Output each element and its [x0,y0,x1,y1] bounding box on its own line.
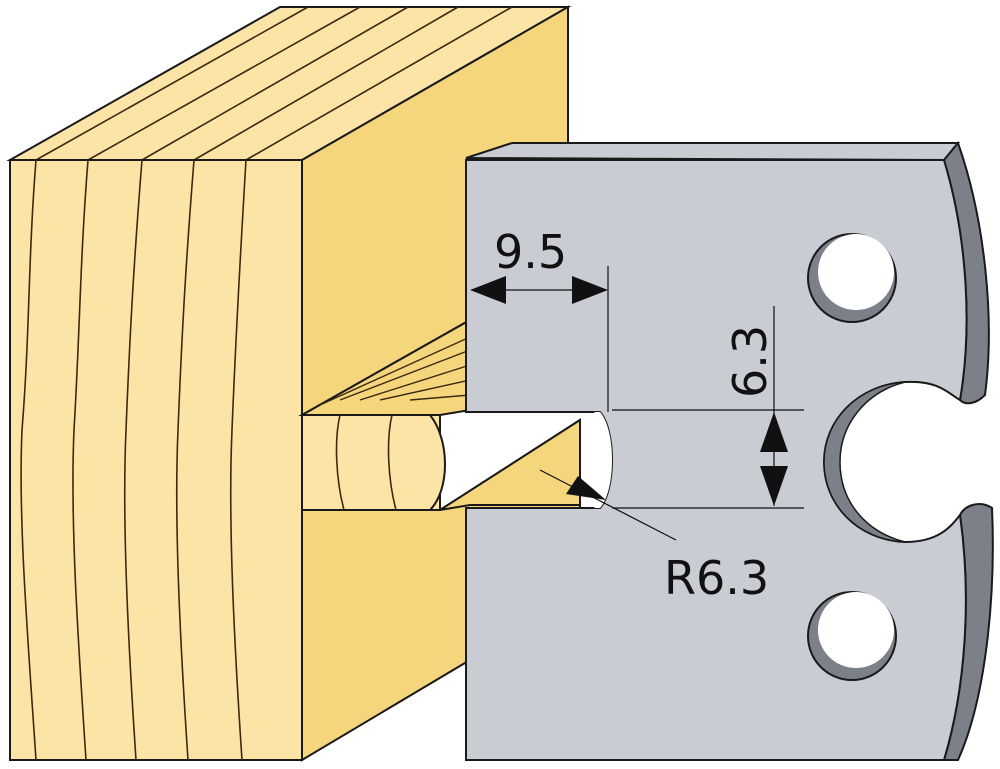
dimension-arrows [470,276,788,506]
arrow-depth-left [470,276,506,304]
knife-hole-lower [807,591,897,681]
label-groove-width: 6.3 [723,325,777,398]
arrow-radius [566,476,606,500]
wood-tenon-nose [301,414,446,511]
wood-groove-floor [439,418,581,511]
label-groove-depth: 9.5 [494,225,567,279]
wood-top-grain [35,6,513,161]
radius-leader-line [539,469,677,541]
wood-tenon-grain [335,414,397,511]
wood-workpiece [6,5,581,762]
wood-front-grain [20,159,397,761]
knife-hole-upper [807,233,897,323]
wood-groove-lines [319,336,471,406]
arrow-depth-right [572,276,608,304]
knife-semicircle-edge [823,381,906,543]
knife-radius-cut [594,412,612,508]
arrow-width-bottom [760,466,788,506]
label-radius: R6.3 [664,551,769,605]
profile-knife [465,140,994,761]
knife-top-bevel [465,142,961,162]
arrow-width-top [760,412,788,452]
